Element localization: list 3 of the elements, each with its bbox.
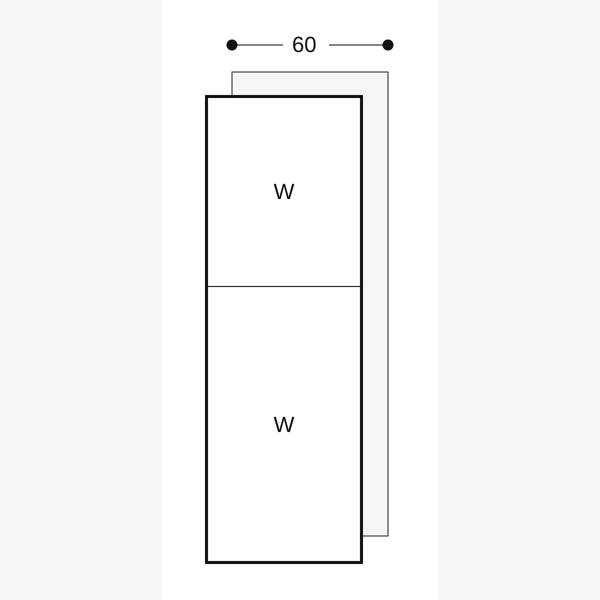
- compartment-label: W: [274, 412, 294, 438]
- dimension-label: 60: [292, 33, 316, 57]
- compartment-label: W: [274, 178, 294, 204]
